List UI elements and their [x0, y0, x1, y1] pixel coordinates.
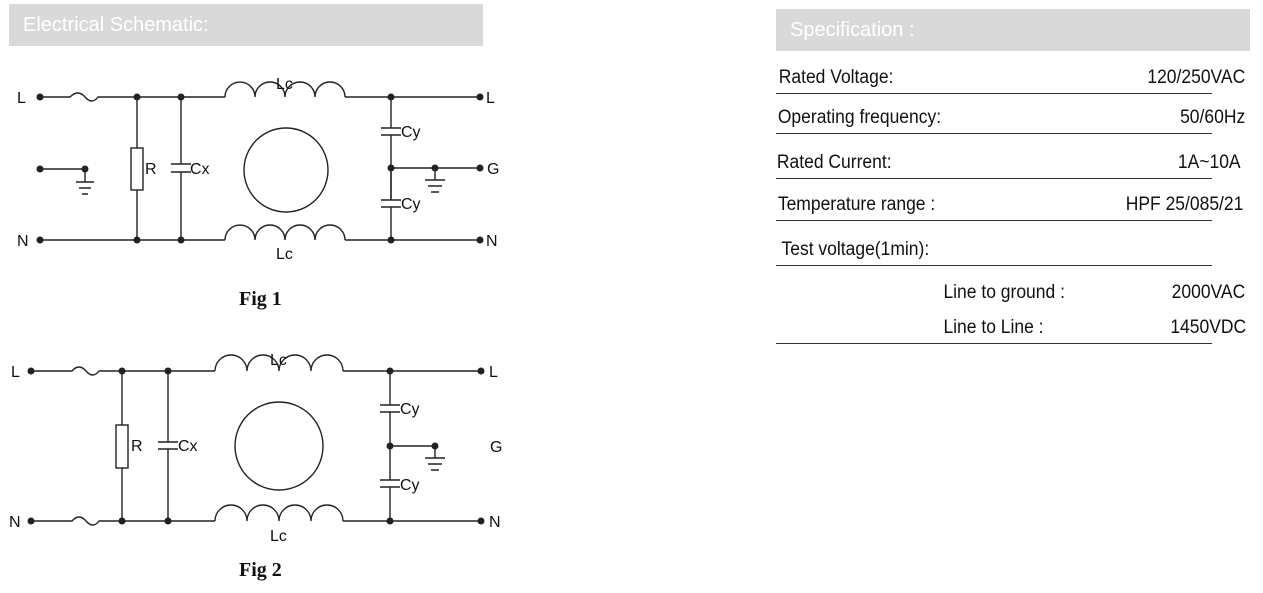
terminal-n-out	[477, 517, 485, 525]
label-l-in: L	[17, 90, 26, 107]
terminal-n-out	[476, 236, 484, 244]
terminal-l-out	[476, 93, 484, 101]
fig1-schematic: L L N N G Lc Lc R Cx Cy Cy	[17, 76, 499, 263]
spec-label: Test voltage(1min):	[781, 239, 930, 260]
label-lc-top: Lc	[276, 76, 293, 93]
ground-symbol-left	[40, 168, 94, 195]
fig1-caption: Fig 1	[239, 288, 282, 310]
fig2-caption: Fig 2	[239, 559, 282, 581]
capacitor-cy-bottom	[380, 446, 400, 521]
spec-row-line-to-line: Line to Line : 1450VDC	[776, 304, 1246, 344]
spec-row-rated-voltage: Rated Voltage: 120/250VAC	[776, 54, 1245, 94]
spec-label: Rated Voltage:	[778, 67, 894, 88]
label-cy-bottom: Cy	[400, 477, 420, 494]
schematic-header: Electrical Schematic:	[9, 4, 483, 46]
ground-symbol	[390, 445, 445, 471]
capacitor-cx	[171, 97, 191, 240]
label-cx: Cx	[190, 161, 210, 178]
terminal-l-out	[477, 367, 485, 375]
specification-header: Specification :	[776, 9, 1250, 51]
spec-row-test-voltage: Test voltage(1min):	[776, 226, 1213, 266]
capacitor-cy-top	[381, 97, 401, 200]
inductor-lc-bottom	[214, 504, 344, 522]
capacitor-cx	[158, 371, 178, 521]
label-n-out: N	[486, 233, 498, 250]
spec-label: Temperature range :	[777, 194, 936, 215]
spec-value: 1450VDC	[1170, 317, 1247, 338]
label-cx: Cx	[178, 438, 198, 455]
label-cy-top: Cy	[401, 124, 421, 141]
spec-value: 120/250VAC	[1147, 67, 1246, 88]
spec-label: Operating frequency:	[777, 107, 942, 128]
label-r: R	[145, 161, 157, 178]
label-l-out: L	[486, 90, 495, 107]
resistor-r	[115, 424, 129, 469]
inductor-lc-bottom	[224, 224, 346, 241]
fig2-schematic: L L N N G Lc Lc R Cx Cy Cy	[9, 352, 502, 545]
label-n-in: N	[9, 514, 21, 531]
spec-value: HPF 25/085/21	[1125, 194, 1244, 215]
spec-row-temperature-range: Temperature range : HPF 25/085/21	[776, 181, 1243, 221]
label-l-in: L	[11, 364, 20, 381]
spec-row-operating-frequency: Operating frequency: 50/60Hz	[776, 94, 1245, 134]
label-n-out: N	[489, 514, 501, 531]
label-lc-top: Lc	[270, 352, 287, 369]
capacitor-cy-bottom	[381, 168, 401, 240]
label-g: G	[490, 439, 502, 456]
spec-label: Line to ground :	[943, 282, 1065, 303]
label-n-in: N	[17, 233, 29, 250]
label-g: G	[487, 161, 499, 178]
label-cy-bottom: Cy	[401, 196, 421, 213]
spec-label: Line to Line :	[943, 317, 1044, 338]
capacitor-cy-top	[380, 371, 400, 446]
terminal-g	[476, 164, 484, 172]
spec-label: Rated Current:	[776, 152, 892, 173]
resistor-r	[130, 147, 144, 191]
spec-value: 1A~10A	[1177, 152, 1241, 173]
inductor-lc-top	[224, 81, 346, 98]
spec-row-rated-current: Rated Current: 1A~10A	[776, 139, 1241, 179]
spec-value: 50/60Hz	[1180, 107, 1246, 128]
label-lc-bottom: Lc	[276, 246, 293, 263]
choke-core	[234, 401, 324, 491]
label-cy-top: Cy	[400, 401, 420, 418]
label-l-out: L	[489, 364, 498, 381]
choke-core	[243, 127, 329, 213]
inductor-lc-top	[214, 354, 344, 372]
spec-value: 2000VAC	[1171, 282, 1246, 303]
ground-symbol-right	[425, 168, 445, 193]
spec-row-line-to-ground: Line to ground : 2000VAC	[776, 267, 1245, 309]
label-r: R	[131, 438, 143, 455]
label-lc-bottom: Lc	[270, 528, 287, 545]
